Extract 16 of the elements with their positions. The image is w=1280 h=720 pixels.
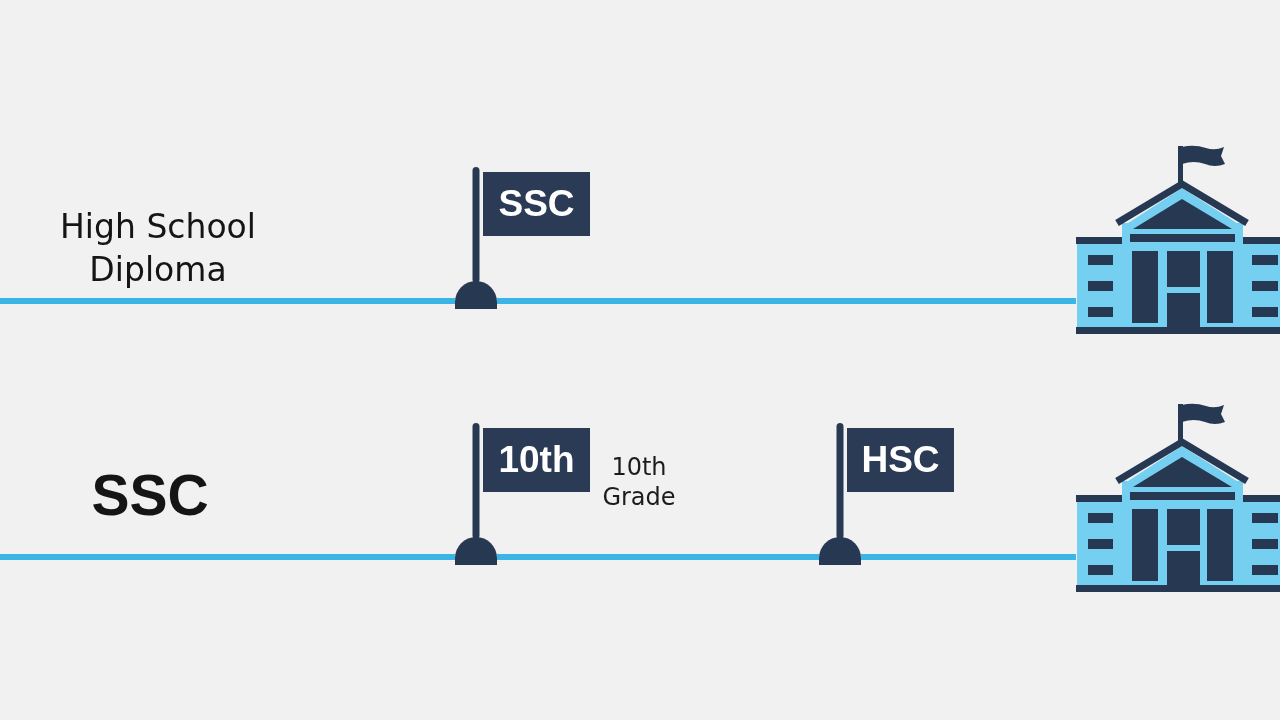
flag-banner: SSC: [483, 172, 590, 236]
timeline-line: [497, 298, 1076, 304]
school-building-icon: [1076, 403, 1280, 593]
timeline-line: [0, 554, 455, 560]
timeline-line: [0, 298, 455, 304]
flag-marker: [819, 423, 954, 565]
timeline-line: [497, 554, 819, 560]
row-title: High School Diploma: [59, 206, 257, 291]
flag-marker: [455, 423, 590, 565]
timeline-line: [861, 554, 1076, 560]
flag-caption: 10th Grade: [601, 452, 677, 512]
school-building-icon: [1076, 145, 1280, 335]
flag-banner: HSC: [847, 428, 954, 492]
row-title: SSC: [90, 462, 210, 528]
flag-marker: [455, 167, 590, 309]
flag-banner: 10th: [483, 428, 590, 492]
